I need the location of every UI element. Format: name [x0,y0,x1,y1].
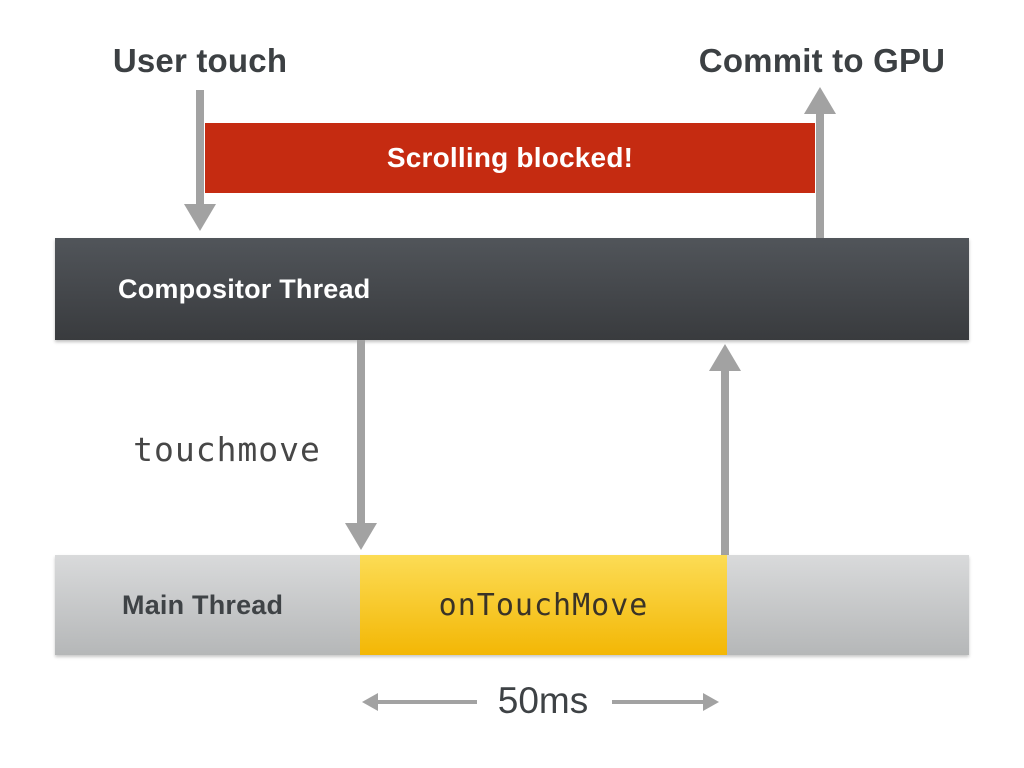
main-thread-label: Main Thread [122,589,284,620]
compositor-thread-bar: Compositor Thread [55,238,969,340]
touchmove-arrow-shaft [357,340,365,525]
measure-arrow-right-icon [703,693,719,711]
user-touch-arrow-down-icon [184,204,216,231]
scrolling-blocked-label: Scrolling blocked! [386,142,634,173]
user-touch-label: User touch [112,42,288,79]
scrolling-blocked-bar: Scrolling blocked! [205,123,815,193]
duration-label: 50ms [497,680,589,721]
compositor-thread-label: Compositor Thread [118,273,371,304]
commit-to-gpu-label: Commit to GPU [698,42,946,79]
measure-arrow-left-icon [362,693,378,711]
main-to-compositor-arrow-up-icon [709,344,741,371]
commit-gpu-arrow-shaft [816,110,824,238]
touchmove-event-label: touchmove [133,430,321,469]
measure-right-shaft [612,700,704,704]
measure-left-shaft [376,700,477,704]
touchmove-arrow-down-icon [345,523,377,550]
ontouchmove-handler-segment: onTouchMove [360,555,727,655]
ontouchmove-label: onTouchMove [438,587,649,623]
main-thread-bar: onTouchMove Main Thread [55,555,969,655]
commit-gpu-arrow-up-icon [804,87,836,114]
user-touch-arrow-shaft [196,90,204,206]
main-to-compositor-arrow-shaft [721,368,729,555]
